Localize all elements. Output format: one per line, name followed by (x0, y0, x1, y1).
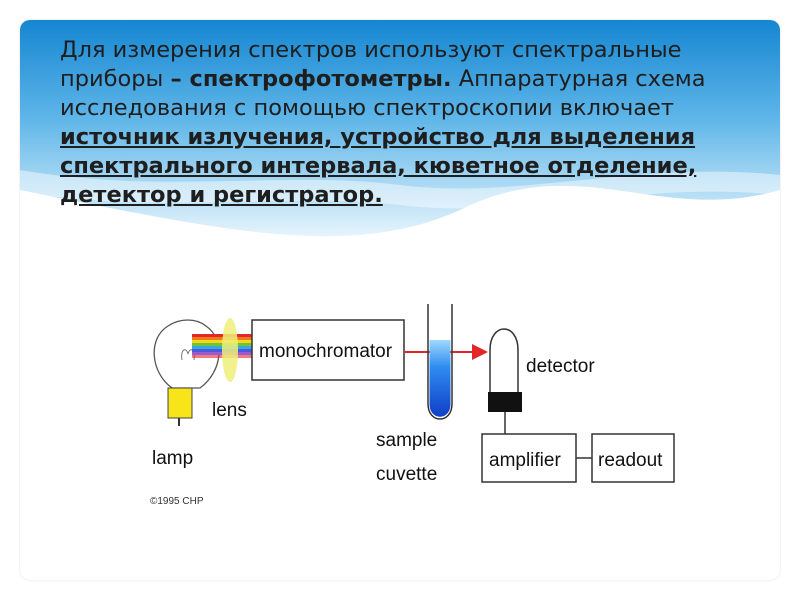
readout-box (591, 433, 675, 483)
slide-background (20, 20, 780, 580)
text-part-3: Аппаратурная схема исследования с помощь… (60, 66, 706, 121)
monochromator-label: monochromator (259, 341, 393, 362)
text-part-4-underlined: источник излучения, устройство для выдел… (60, 124, 697, 208)
readout-label: readout (598, 450, 663, 471)
monochromator-box (251, 319, 405, 381)
copyright-label: ©1995 CHP (150, 496, 204, 507)
sample-label-line-2: cuvette (376, 464, 437, 485)
detector-label: detector (526, 356, 595, 377)
amplifier-label: amplifier (489, 450, 561, 471)
text-part-2-bold: – спектрофотометры. (170, 66, 452, 92)
light-beam (192, 334, 252, 358)
sky-gradient-background (20, 20, 780, 320)
lens-icon (222, 318, 238, 382)
sample-label-line-1: sample (376, 430, 437, 451)
lamp-label: lamp (152, 448, 193, 469)
text-part-1: Для измерения спектров используют спектр… (60, 37, 682, 92)
bullet-icon: ◦ (38, 41, 48, 60)
description-paragraph: ◦ Для измерения спектров используют спек… (38, 36, 760, 210)
lens-label: lens (212, 400, 247, 421)
sample-cuvette-icon (427, 304, 453, 420)
detector-icon (488, 328, 522, 434)
